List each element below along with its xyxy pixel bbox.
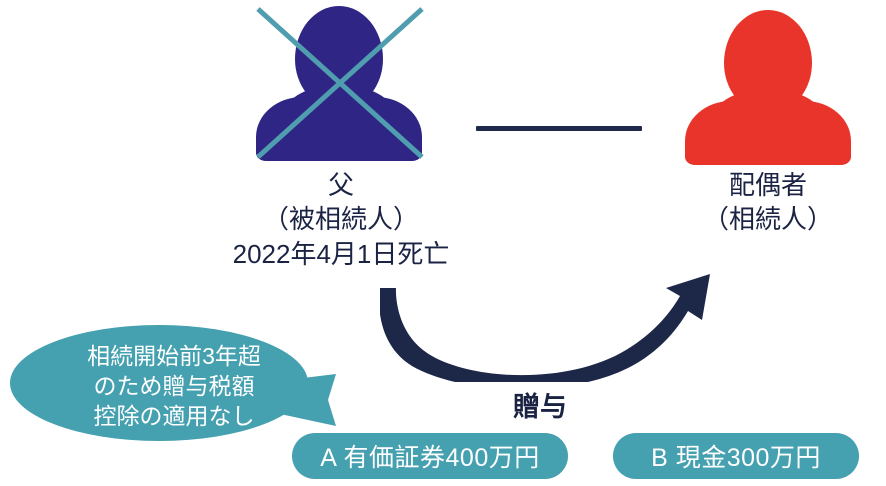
decedent-label: 父 （被相続人） 2022年4月1日死亡 [196,168,486,271]
gift-arrow-icon [380,274,710,382]
speech-bubble: 相続開始前3年超 のため贈与税額 控除の適用なし [4,322,344,448]
x-cross-icon [256,7,424,159]
heir-person-icon [683,10,853,165]
heir-body [685,101,851,165]
speech-bubble-line-1: 相続開始前3年超 [87,343,261,369]
decedent-name: 父 [327,170,354,200]
heir-name: 配偶者 [728,170,807,200]
speech-bubble-line-3: 控除の適用なし [93,402,255,429]
heir-role: （相続人） [702,204,833,235]
speech-bubble-line-2: のため贈与税額 [93,372,255,399]
marriage-line [476,126,642,131]
decedent-role: （被相続人） [262,204,419,235]
asset-pill-a[interactable]: A 有価証券400万円 [292,433,568,479]
asset-pill-b[interactable]: B 現金300万円 [613,433,859,479]
decedent-death-date: 2022年4月1日死亡 [232,238,450,269]
speech-bubble-text: 相続開始前3年超 のため贈与税額 控除の適用なし [4,342,344,432]
heir-label: 配偶者 （相続人） [648,168,886,237]
gift-arrow-label: 贈与 [513,392,567,422]
speech-bubble-shape [10,325,336,441]
